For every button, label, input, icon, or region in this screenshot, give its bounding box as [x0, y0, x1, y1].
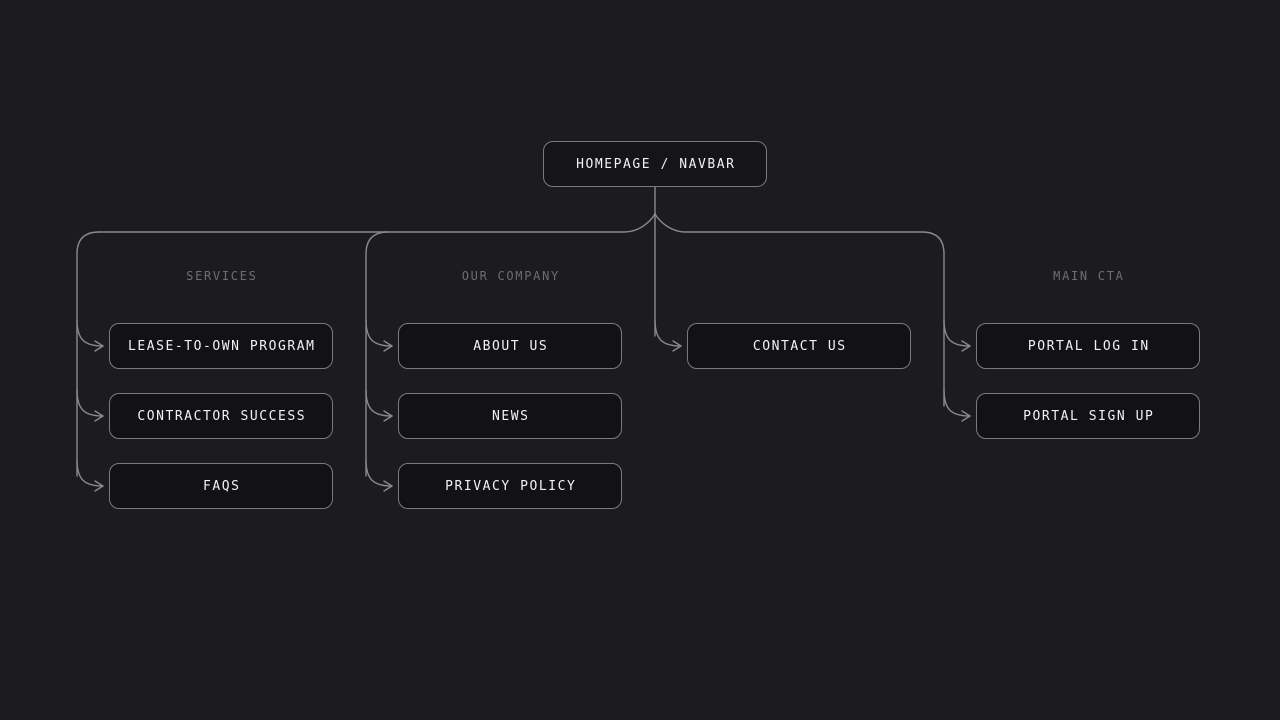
bus-left-segment — [98, 212, 656, 233]
arrowhead — [672, 340, 682, 352]
arrowhead — [961, 340, 971, 352]
arrowhead — [961, 410, 971, 422]
arrowhead — [94, 410, 104, 422]
node-portal-log-in[interactable]: PORTAL LOG IN — [976, 323, 1200, 369]
group-label-services: SERVICES — [186, 269, 258, 283]
bus-right-segment — [654, 212, 923, 233]
group-label-our-company: OUR COMPANY — [461, 269, 560, 283]
trunk-services — [76, 231, 100, 477]
branch-arrow — [76, 389, 104, 417]
trunk-our-company — [365, 231, 389, 477]
node-contractor-success[interactable]: CONTRACTOR SUCCESS — [109, 393, 333, 439]
node-faqs[interactable]: FAQS — [109, 463, 333, 509]
branch-arrow — [76, 319, 104, 347]
arrowhead — [383, 410, 393, 422]
node-lease-to-own-program[interactable]: LEASE-TO-OWN PROGRAM — [109, 323, 333, 369]
branch-arrow — [654, 319, 682, 347]
arrowhead — [94, 480, 104, 492]
node-news[interactable]: NEWS — [398, 393, 622, 439]
branch-arrow — [943, 319, 971, 347]
trunk-main-cta — [921, 231, 945, 407]
branch-arrow — [943, 389, 971, 417]
node-contact-us[interactable]: CONTACT US — [687, 323, 911, 369]
arrowhead — [94, 340, 104, 352]
branch-arrow — [365, 319, 393, 347]
branch-arrow — [365, 389, 393, 417]
branch-arrow — [76, 459, 104, 487]
branch-arrow — [365, 459, 393, 487]
arrowhead — [383, 480, 393, 492]
node-homepage-navbar[interactable]: HOMEPAGE / NAVBAR — [543, 141, 767, 187]
node-privacy-policy[interactable]: PRIVACY POLICY — [398, 463, 622, 509]
group-label-main-cta: MAIN CTA — [1053, 269, 1125, 283]
arrowhead — [383, 340, 393, 352]
node-portal-sign-up[interactable]: PORTAL SIGN UP — [976, 393, 1200, 439]
node-about-us[interactable]: ABOUT US — [398, 323, 622, 369]
